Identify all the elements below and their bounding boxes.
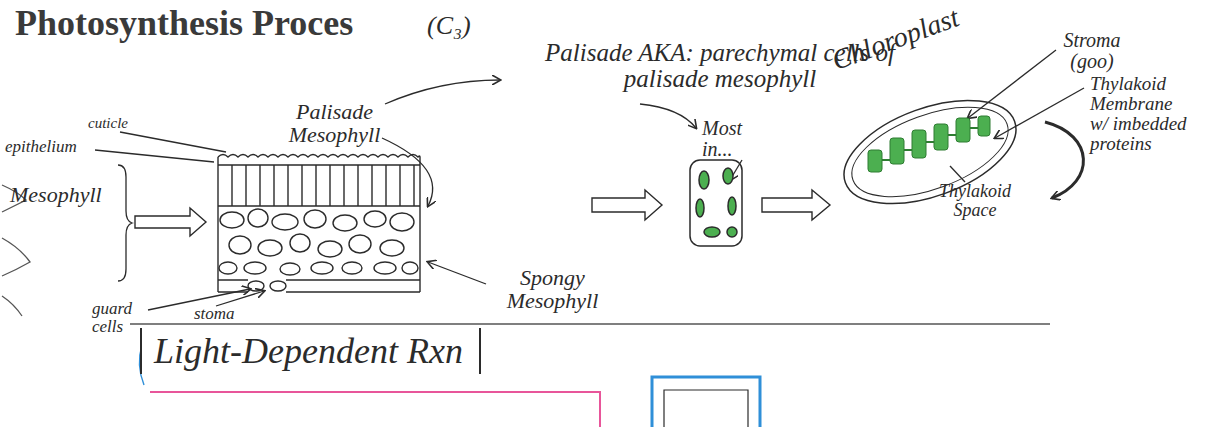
hollow-arrows-part bbox=[762, 190, 830, 220]
leaf-cross-section-part bbox=[342, 262, 362, 274]
part-label: Thylakoid Membrane w/ imbedded proteins bbox=[1090, 74, 1190, 154]
part-label: guard cells bbox=[92, 300, 144, 336]
plant-cell bbox=[690, 160, 742, 246]
leaf-cross-section-part bbox=[272, 214, 298, 230]
leader-lines-part bbox=[118, 165, 132, 281]
left-squiggles-part bbox=[2, 296, 22, 316]
part-label: stoma bbox=[194, 305, 235, 323]
plant-cell-part bbox=[690, 160, 742, 246]
part-label: Stroma (goo) bbox=[1052, 30, 1132, 72]
hollow-arrows-part bbox=[592, 190, 662, 220]
chloroplast-drawing-part-part bbox=[912, 130, 926, 158]
plant-cell-part bbox=[696, 199, 704, 217]
chloroplast-drawing-part bbox=[830, 80, 1029, 224]
plant-cell-part bbox=[727, 227, 737, 237]
left-squiggles-part bbox=[2, 238, 30, 276]
plant-cell-part bbox=[704, 227, 720, 237]
leaf-cross-section-part bbox=[304, 210, 326, 228]
leader-lines-part bbox=[428, 262, 486, 284]
leader-lines-part bbox=[950, 166, 965, 182]
part-label: Palisade Mesophyll bbox=[282, 100, 387, 146]
plant-cell-part bbox=[723, 168, 733, 184]
rule-lines bbox=[130, 324, 1050, 427]
leaf-cross-section-part bbox=[248, 209, 268, 227]
part-label: epithelium bbox=[5, 138, 77, 156]
leaf-cross-section-part bbox=[232, 165, 414, 206]
band-box: Light-Dependent Rxn bbox=[140, 328, 481, 374]
leader-lines bbox=[95, 50, 1084, 310]
leaf-cross-section-part bbox=[258, 240, 282, 256]
diagram-title: Photosynthesis Proces bbox=[15, 2, 353, 44]
leader-lines-part bbox=[95, 150, 214, 162]
leader-lines-part bbox=[120, 132, 226, 152]
leaf-cross-section-part bbox=[374, 262, 396, 274]
part-label: Mesophyll bbox=[10, 183, 102, 206]
subtitle-note: (C₃) bbox=[427, 12, 471, 39]
leaf-cross-section-part bbox=[244, 262, 266, 274]
chloroplast-drawing-part bbox=[1045, 122, 1083, 198]
leader-lines-part bbox=[385, 80, 500, 104]
leaf-cross-section-part bbox=[219, 262, 237, 274]
leaf-cross-section-part bbox=[218, 280, 420, 292]
leaf-cross-section-part bbox=[318, 241, 342, 257]
leaf-cross-section-part bbox=[290, 234, 310, 252]
chloroplast-drawing-part-part bbox=[882, 128, 978, 160]
leaf-cross-section-part bbox=[229, 236, 251, 254]
rule-lines-part bbox=[130, 323, 1050, 324]
leaf-cross-section-part bbox=[218, 157, 420, 292]
leaf-cross-section-part bbox=[280, 263, 300, 275]
leaf-cross-section-part bbox=[248, 281, 264, 291]
part-label: Chloroplast bbox=[828, 2, 963, 75]
leaf-cross-section-part bbox=[349, 235, 371, 253]
box-text: Light-Dependent Rxn bbox=[154, 330, 467, 372]
chloroplast-drawing-part-part bbox=[934, 124, 948, 150]
chloroplast-drawing-part bbox=[868, 116, 990, 172]
chloroplast-drawing-part-part bbox=[956, 118, 970, 142]
rule-lines-part bbox=[664, 390, 748, 427]
chloroplast-drawing-part-part bbox=[978, 116, 990, 136]
leaf-cross-section-part bbox=[220, 212, 244, 228]
leaf-cross-section-part bbox=[380, 240, 404, 256]
rule-lines-part bbox=[652, 377, 760, 427]
chloroplast-drawing-part-part bbox=[890, 138, 904, 164]
chloroplast-drawing-part-part bbox=[868, 150, 882, 172]
leaf-cross-section-part bbox=[218, 155, 420, 158]
plant-cell-part bbox=[699, 171, 709, 189]
part-label: Spongy Mesophyll bbox=[490, 266, 615, 312]
leaf-cross-section-part bbox=[364, 211, 386, 227]
leader-lines-part bbox=[216, 291, 264, 306]
leaf-cross-section-part bbox=[270, 281, 286, 291]
leaf-cross-section-part bbox=[333, 215, 357, 231]
part-label: cuticle bbox=[88, 116, 128, 132]
note-label: Most in... bbox=[702, 118, 760, 160]
hollow-arrows bbox=[135, 190, 830, 236]
rule-lines-part bbox=[150, 392, 600, 427]
hollow-arrows-part bbox=[135, 208, 206, 236]
plant-cell-part bbox=[728, 197, 736, 215]
leader-lines-part bbox=[640, 104, 696, 128]
leaf-cross-section-part bbox=[402, 262, 418, 274]
leaf-cross-section-part bbox=[311, 262, 333, 274]
leaf-cross-section-part bbox=[390, 213, 414, 231]
leader-lines-part bbox=[382, 138, 433, 206]
chloroplast-drawing bbox=[830, 80, 1083, 224]
leaf-cross-section bbox=[218, 155, 420, 293]
part-label: Thylakoid Space bbox=[920, 182, 1030, 220]
